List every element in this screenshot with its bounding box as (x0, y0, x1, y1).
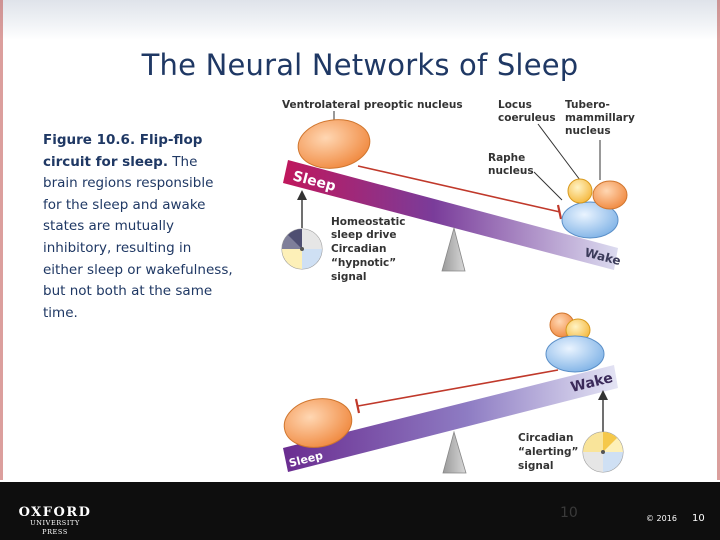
label-signal-3: signal (518, 460, 554, 472)
label-drive-1: Homeostatic (331, 216, 405, 228)
label-locus-1: Locus (498, 99, 532, 111)
publisher-main: OXFORD (18, 505, 92, 520)
pointer-locus (537, 123, 581, 181)
inhibitory-bar-bottom (354, 398, 361, 414)
slide-header-band (0, 0, 720, 40)
caption-heading: Figure 10.6. Flip-flop circuit for sleep… (43, 132, 203, 170)
page-number-center: 10 (560, 505, 578, 521)
label-drive-5: signal (331, 271, 367, 283)
circadian-dial-day-icon (582, 431, 624, 473)
push-arrowhead-top (297, 190, 307, 200)
caption-body: The brain regions responsible for the sl… (43, 153, 233, 321)
fulcrum-bottom (442, 430, 467, 474)
wake-nucleus-yellow-top (567, 178, 593, 204)
wake-nucleus-blue-bottom (545, 335, 605, 373)
seesaw-bar-bottom (283, 365, 618, 472)
publisher-sub: UNIVERSITY PRESS (30, 519, 80, 536)
label-drive-4: “hypnotic” (331, 257, 396, 269)
label-signal-2: “alerting” (518, 446, 578, 458)
label-raphe-2: nucleus (488, 165, 534, 177)
wake-nucleus-orange-top (592, 180, 628, 210)
pointer-raphe (533, 171, 563, 201)
page-number-right: 10 (692, 513, 705, 524)
circadian-dial-night-icon (281, 228, 323, 270)
inhibitory-arrow-bottom (357, 369, 559, 407)
push-arrowhead-bottom (598, 390, 608, 400)
wake-nucleus-blue-top (561, 201, 619, 239)
label-tubero-3: nucleus (565, 125, 611, 137)
slide-right-border (717, 0, 720, 480)
flip-flop-diagram: Ventrolateral preoptic nucleus Locus coe… (281, 99, 635, 474)
label-locus-2: coeruleus (498, 112, 556, 124)
publisher-logo: OXFORD UNIVERSITY PRESS (18, 506, 92, 537)
figure-caption: Figure 10.6. Flip-flop circuit for sleep… (43, 130, 233, 324)
seesaw-bar-top (283, 160, 618, 270)
vlpo-nucleus-bottom (283, 398, 353, 448)
label-drive-3: Circadian (331, 243, 386, 255)
copyright-notice: © 2016 (646, 514, 677, 523)
label-signal-1: Circadian (518, 432, 573, 444)
label-vlpo: Ventrolateral preoptic nucleus (282, 99, 463, 111)
label-tubero-2: mammillary (565, 112, 635, 124)
inhibitory-arrow-top (357, 165, 561, 213)
label-drive-2: sleep drive (331, 229, 397, 241)
slide-title: The Neural Networks of Sleep (141, 48, 579, 82)
label-tubero-1: Tubero- (565, 99, 610, 111)
slide-left-border (0, 0, 3, 480)
vlpo-nucleus (297, 119, 371, 169)
fulcrum-top (441, 226, 466, 272)
slide-footer (0, 482, 720, 540)
label-raphe-1: Raphe (488, 152, 525, 164)
inhibitory-bar-top (556, 204, 563, 220)
